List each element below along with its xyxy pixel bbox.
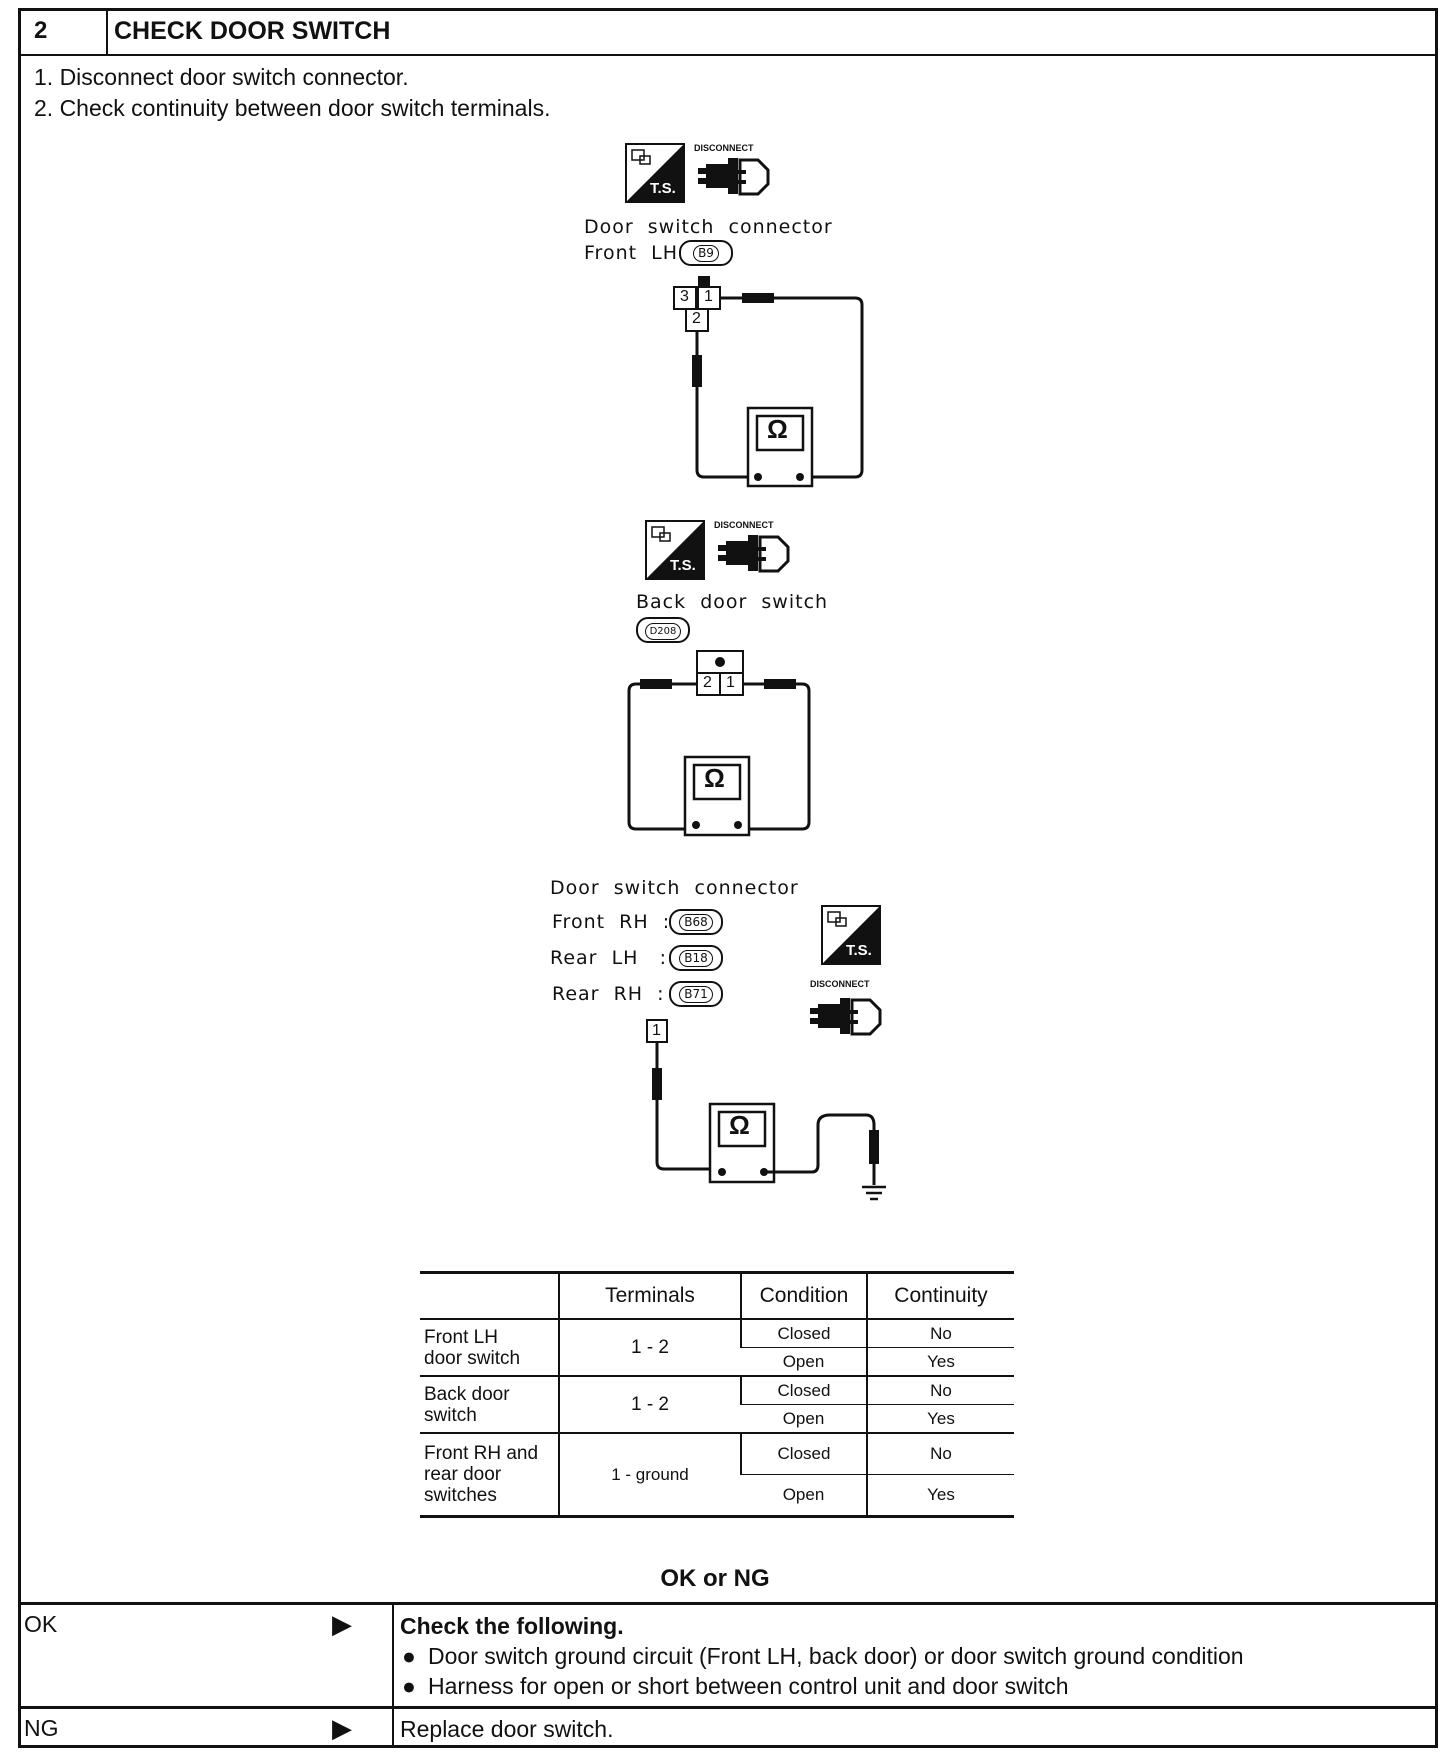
door-switch-connector-label: Door switch connector [550, 877, 799, 899]
terminals-cell: 1 - ground [558, 1433, 741, 1517]
table-header-cell: Continuity [866, 1272, 1014, 1319]
disconnect-icon [716, 533, 790, 573]
table-header-cell: Terminals [558, 1272, 741, 1319]
header-divider [106, 8, 108, 56]
bullet-icon: ● [402, 1673, 416, 1699]
step-frame [18, 8, 1438, 1748]
ok-arrow-icon: ▶ [332, 1609, 352, 1639]
continuity-cell: No [866, 1319, 1014, 1348]
ohmmeter-icon: Ω [767, 414, 788, 444]
table-header-row: Terminals Condition Continuity [420, 1272, 1014, 1320]
terminals-cell: 1 - 2 [558, 1319, 741, 1376]
terminal-1: 1 [652, 1022, 661, 1039]
ohmmeter-icon: Ω [704, 763, 725, 793]
back-door-switch-label: Back door switch [636, 591, 829, 613]
terminals-cell: 1 - 2 [558, 1376, 741, 1433]
ok-or-ng-title: OK or NG [660, 1565, 770, 1592]
ts-label: T.S. [670, 557, 696, 574]
connector-badge-b71: B71 [669, 981, 723, 1007]
table-row: Front RH and rear door switches 1 - grou… [420, 1433, 1014, 1517]
instruction-1: 1. Disconnect door switch connector. [34, 64, 409, 90]
continuity-cell: No [866, 1433, 1014, 1475]
continuity-cell: Yes [866, 1474, 1014, 1517]
rear-rh-label: Rear RH : [552, 983, 665, 1005]
ng-label: NG [24, 1715, 59, 1741]
terminal-1: 1 [726, 674, 735, 691]
step-header [18, 8, 1438, 56]
result-column-divider [392, 1602, 394, 1747]
terminal-3: 3 [680, 288, 689, 305]
table-header-cell [420, 1273, 559, 1320]
connector-badge-b18: B18 [669, 945, 723, 971]
door-switch-connector-label: Door switch connector [584, 216, 833, 238]
continuity-cell: Yes [866, 1347, 1014, 1376]
terminal-2: 2 [692, 310, 701, 327]
condition-cell: Closed [740, 1433, 867, 1475]
disconnect-label: DISCONNECT [714, 520, 774, 530]
terminal-1: 1 [704, 288, 713, 305]
switch-name-cell: Back door switch [424, 1383, 510, 1426]
ts-label: T.S. [650, 180, 676, 197]
connector-badge-b68: B68 [669, 909, 723, 935]
condition-cell: Open [782, 1408, 825, 1428]
condition-cell: Open [782, 1351, 825, 1371]
ok-item-1: Door switch ground circuit (Front LH, ba… [428, 1643, 1244, 1669]
continuity-cell: Yes [866, 1404, 1014, 1433]
connector-badge-b9: B9 [679, 240, 733, 266]
continuity-cell: No [866, 1376, 1014, 1405]
condition-cell: Closed [740, 1376, 867, 1405]
ok-heading: Check the following. [400, 1613, 624, 1639]
switch-name-cell: Front RH and rear door switches [424, 1443, 539, 1506]
table-row: Front LH door switch 1 - 2 Closed No [420, 1319, 1014, 1376]
ok-label: OK [24, 1611, 58, 1637]
condition-cell: Closed [740, 1319, 867, 1348]
terminal-2: 2 [703, 674, 712, 691]
ohmmeter-icon: Ω [729, 1110, 750, 1140]
instruction-2: 2. Check continuity between door switch … [34, 95, 551, 121]
step-number: 2 [34, 17, 48, 44]
step-title: CHECK DOOR SWITCH [114, 17, 391, 45]
bullet-icon: ● [402, 1643, 416, 1669]
disconnect-label: DISCONNECT [810, 979, 870, 989]
front-lh-label: Front LH [584, 242, 679, 264]
switch-name-cell: Front LH door switch [424, 1326, 521, 1369]
disconnect-label: DISCONNECT [694, 143, 754, 153]
result-row-divider [18, 1706, 1438, 1709]
disconnect-icon [696, 156, 770, 196]
wiring-diagrams [625, 143, 886, 1201]
ts-label: T.S. [846, 942, 872, 959]
ok-item-2: Harness for open or short between contro… [428, 1673, 1069, 1699]
disconnect-icon [808, 996, 882, 1036]
rear-lh-label: Rear LH : [550, 947, 667, 969]
table-header-cell: Condition [740, 1272, 867, 1319]
ng-arrow-icon: ▶ [332, 1713, 352, 1743]
ng-text: Replace door switch. [400, 1716, 614, 1742]
connector-badge-d208: D208 [636, 617, 690, 643]
condition-cell: Open [782, 1485, 825, 1504]
front-rh-label: Front RH : [552, 911, 671, 933]
table-row: Back door switch 1 - 2 Closed No [420, 1376, 1014, 1433]
continuity-spec-table: Terminals Condition Continuity Front LH … [420, 1271, 1014, 1518]
result-top-border [18, 1602, 1438, 1605]
